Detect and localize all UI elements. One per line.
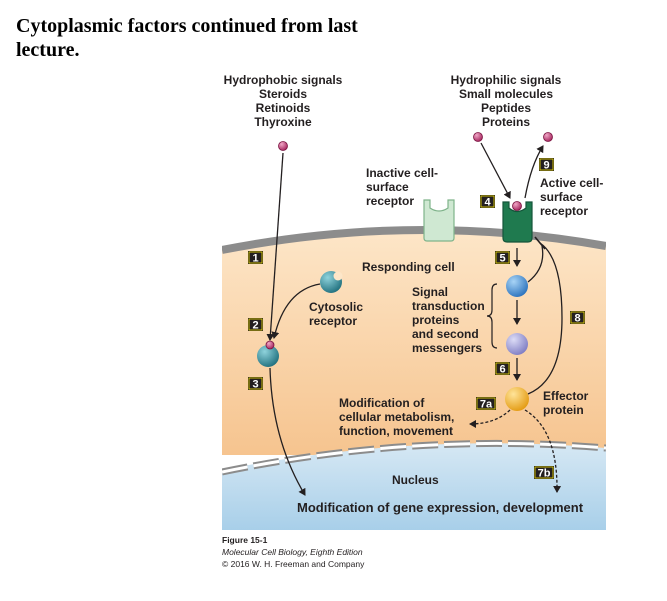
- nucleus-label: Nucleus: [392, 473, 439, 487]
- signal-transduction-label: and second: [412, 327, 479, 341]
- hydrophilic-item: Peptides: [481, 101, 531, 115]
- step-8-box: 8: [570, 311, 585, 325]
- hydrophilic-item: Small molecules: [459, 87, 553, 101]
- metabolism-label: Modification of: [339, 396, 425, 410]
- active-receptor-label: Active cell-: [540, 176, 603, 190]
- inactive-receptor-label: Inactive cell-: [366, 166, 438, 180]
- effector-label: protein: [543, 403, 584, 417]
- gene-expression-label: Modification of gene expression, develop…: [297, 500, 584, 515]
- feedback-loop-line: [527, 242, 563, 395]
- feedback-short-line: [527, 245, 544, 283]
- effector-protein: [505, 387, 529, 411]
- svg-text:1: 1: [252, 253, 258, 265]
- signal-transduction-label: proteins: [412, 313, 460, 327]
- step-6-box: 6: [495, 362, 510, 376]
- svg-text:8: 8: [574, 313, 580, 325]
- step-9-box: 9: [539, 158, 554, 172]
- ligand-binding-arrow: [480, 142, 511, 199]
- active-receptor: [502, 201, 533, 243]
- figure-book: Molecular Cell Biology, Eighth Edition: [222, 547, 363, 557]
- signal-transduction-label: transduction: [412, 299, 485, 313]
- svg-text:6: 6: [499, 364, 505, 376]
- gene-expression-arrow: [269, 367, 306, 496]
- plasma-membrane: [222, 225, 606, 254]
- transduction-protein-blue: [506, 275, 528, 297]
- effector-label: Effector: [543, 389, 589, 403]
- hydrophilic-item: Proteins: [482, 115, 530, 129]
- ligand-release-arrow: [524, 145, 544, 199]
- cytosolic-receptor-label: receptor: [309, 314, 357, 328]
- hydrophobic-heading: Hydrophobic signals: [224, 73, 343, 87]
- slide-title-line-1: Cytoplasmic factors continued from last: [16, 15, 358, 37]
- cytosolic-receptor-label: Cytosolic: [309, 300, 363, 314]
- svg-text:2: 2: [252, 320, 258, 332]
- hydrophobic-item: Steroids: [259, 87, 307, 101]
- receptor-ligand-complex: [257, 340, 279, 367]
- bound-ligand: [512, 201, 522, 211]
- metabolism-label: function, movement: [339, 424, 453, 438]
- released-ligand: [543, 132, 553, 142]
- hydrophilic-heading: Hydrophilic signals: [451, 73, 562, 87]
- cytosolic-receptor: [320, 271, 343, 293]
- hydrophobic-item: Thyroxine: [254, 115, 312, 129]
- feedback-inhibition-bar: [534, 236, 546, 250]
- hydrophobic-item: Retinoids: [256, 101, 311, 115]
- step-7b-box: 7b: [534, 466, 554, 480]
- svg-text:9: 9: [543, 160, 549, 172]
- signal-transduction-label: messengers: [412, 341, 482, 355]
- svg-text:3: 3: [252, 379, 258, 391]
- cytosolic-receptor-arrow: [271, 283, 321, 339]
- svg-text:7b: 7b: [538, 468, 551, 480]
- step-2-box: 2: [248, 318, 263, 332]
- active-receptor-label: surface: [540, 190, 583, 204]
- nuclear-signal-arrow: [524, 409, 562, 493]
- hydrophobic-ligand: [278, 141, 288, 151]
- step-3-box: 3: [248, 377, 263, 391]
- active-receptor-label: receptor: [540, 204, 588, 218]
- transduction-protein-lavender: [506, 333, 528, 355]
- metabolism-arrow: [469, 409, 511, 428]
- inactive-receptor: [423, 199, 455, 242]
- slide-title-line-2: lecture.: [16, 39, 80, 61]
- transduction-brace: [486, 283, 498, 349]
- responding-cell-label: Responding cell: [362, 260, 455, 274]
- inactive-receptor-label: surface: [366, 180, 409, 194]
- svg-text:7a: 7a: [480, 399, 493, 411]
- slide-title: Cytoplasmic factors continued from last …: [16, 14, 416, 62]
- figure-copyright: © 2016 W. H. Freeman and Company: [222, 559, 365, 569]
- svg-text:4: 4: [484, 197, 491, 209]
- figure-number: Figure 15-1: [222, 535, 268, 545]
- step-7a-box: 7a: [476, 397, 496, 411]
- svg-text:5: 5: [499, 253, 505, 265]
- step-1-box: 1: [248, 251, 263, 265]
- inactive-receptor-label: receptor: [366, 194, 414, 208]
- hydrophobic-path-arrow: [266, 152, 284, 341]
- signal-transduction-label: Signal: [412, 285, 448, 299]
- step-5-box: 5: [495, 251, 510, 265]
- hydrophilic-ligand: [473, 132, 483, 142]
- step-4-box: 4: [480, 195, 495, 209]
- metabolism-label: cellular metabolism,: [339, 410, 454, 424]
- nucleus-region: [222, 443, 606, 530]
